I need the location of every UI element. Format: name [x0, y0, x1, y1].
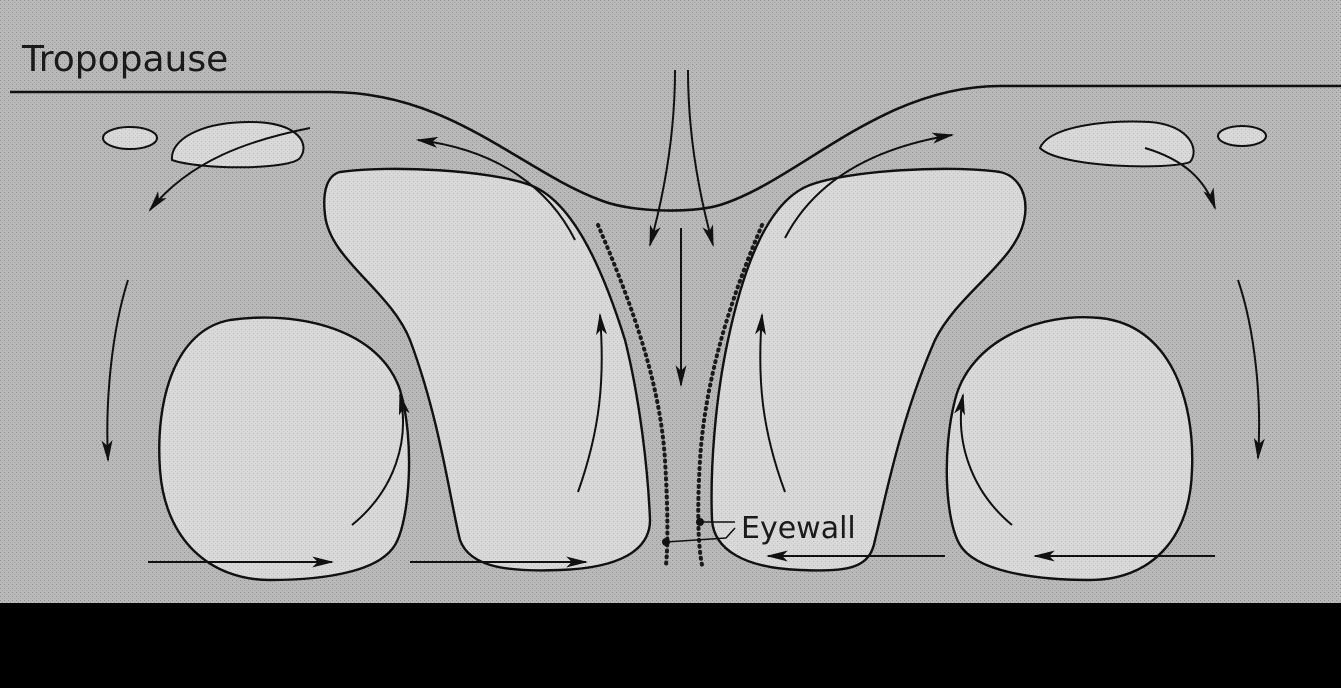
- eyewall-label: Eyewall: [741, 511, 856, 546]
- tropopause-label: Tropopause: [21, 39, 228, 80]
- rainband-cloud-right: [947, 317, 1192, 580]
- rainband-cloud-left: [159, 318, 409, 580]
- small-cloud-right: [1218, 126, 1266, 146]
- small-cloud-left: [103, 127, 157, 149]
- ground-surface: [0, 603, 1341, 688]
